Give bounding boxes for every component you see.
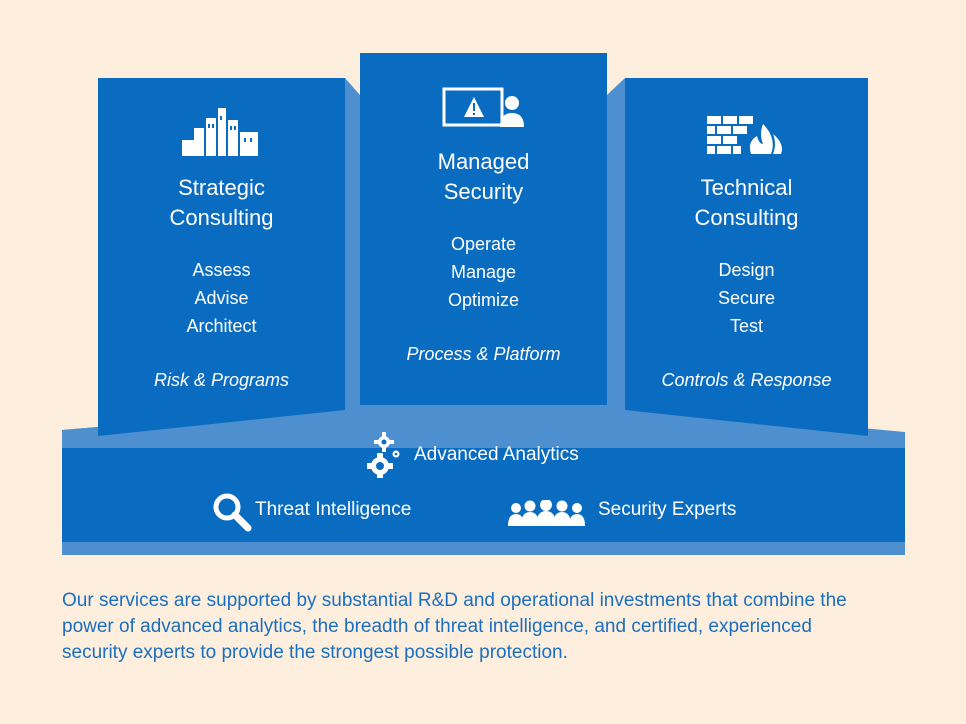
left-pillar-side [345,78,360,410]
pillar-title-line-2: Consulting [694,205,799,230]
pillar-item: Operate [450,234,517,254]
pillar-item: Assess [192,260,251,280]
monitor-alert-icon [442,87,524,127]
pillar-center [360,53,607,405]
people-group-icon [508,500,585,526]
pillar-title-line-2: Consulting [169,205,274,230]
right-pillar-side [607,78,625,410]
base-front [62,448,905,542]
pillar-title-line-1: Managed [437,149,530,174]
advanced-analytics-label: Advanced Analytics [414,444,579,465]
description-paragraph: Our services are supported by substantia… [62,590,847,663]
magnifier-icon [213,493,252,532]
pillar-item: Test [729,316,763,336]
pillar-title-line-2: Security [443,179,524,204]
pillar-item: Advise [194,288,249,308]
pillar-managed-security: Managed Security Operate Manage Optimize… [360,53,607,405]
pillar-strategic-consulting: Strategic Consulting Assess Advise Archi… [98,78,345,418]
pillar-title-line-1: Technical [700,175,793,200]
pillar-left [98,78,345,436]
pillar-item: Manage [450,262,517,282]
pillar-technical-consulting: Technical Consulting Design Secure Test … [625,78,868,418]
city-skyline-icon [182,108,258,156]
gears-icon [367,432,400,478]
pillar-item: Architect [186,316,257,336]
security-experts-label: Security Experts [598,499,737,520]
pillar-tagline: Controls & Response [661,370,832,390]
pillar-item: Optimize [447,290,519,310]
pillar-tagline: Process & Platform [406,344,561,364]
pillar-right [625,78,868,436]
pillar-tagline: Risk & Programs [153,370,290,390]
pillar-item: Secure [717,288,776,308]
firewall-icon [707,116,782,154]
pillar-title-line-1: Strategic [178,175,265,200]
pillar-item: Design [718,260,775,280]
threat-intelligence-label: Threat Intelligence [255,499,412,520]
